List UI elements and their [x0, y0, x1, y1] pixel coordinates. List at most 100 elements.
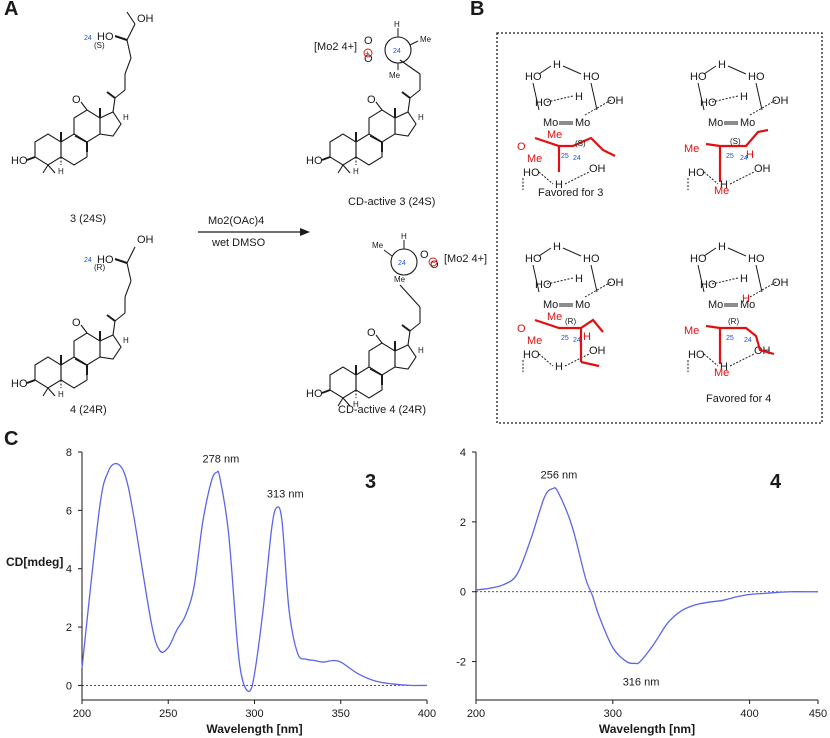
svg-text:24: 24	[573, 337, 581, 344]
svg-text:H: H	[401, 232, 407, 241]
x-axis-label: Wavelength [nm]	[599, 722, 695, 736]
svg-text:(S): (S)	[730, 137, 741, 146]
label-cd3: CD-active 3 (24S)	[348, 196, 435, 208]
complex-label-3: [Mo2 4+]	[314, 41, 357, 53]
y-tick-label: 8	[66, 447, 72, 459]
compound-number: 4	[770, 471, 782, 493]
svg-text:25: 25	[561, 153, 569, 160]
svg-text:25: 25	[726, 153, 734, 160]
y-tick-label: 0	[66, 680, 72, 692]
svg-text:Me: Me	[684, 143, 699, 155]
locant-24-3: 24	[84, 35, 92, 42]
svg-text:HO: HO	[97, 31, 114, 43]
label-compound-3: 3 (24S)	[70, 213, 106, 225]
svg-text:Me: Me	[547, 311, 562, 323]
svg-text:O: O	[517, 323, 526, 335]
svg-text:Me: Me	[714, 367, 729, 379]
svg-text:O: O	[364, 53, 373, 65]
x-tick-label: 300	[604, 708, 622, 720]
peak-annotation: 313 nm	[267, 488, 304, 500]
svg-text:Me: Me	[389, 71, 401, 80]
svg-text:Me: Me	[714, 185, 729, 197]
svg-text:OH: OH	[137, 234, 154, 246]
scheme-b: O Me Me 25 24 (S) Favored for 3 Me Me H …	[496, 32, 823, 424]
svg-text:(R): (R)	[728, 317, 739, 326]
svg-text:O: O	[364, 35, 373, 47]
panel-label-c: C	[4, 428, 19, 450]
peak-annotation: 278 nm	[203, 453, 240, 465]
svg-text:Me: Me	[547, 129, 562, 141]
y-tick-label: 0	[460, 587, 466, 599]
label-compound-4: 4 (24R)	[70, 404, 107, 416]
panel-label-b: B	[470, 0, 485, 20]
structure-4: HO OH	[10, 234, 154, 400]
favored-4-label: Favored for 4	[706, 393, 771, 405]
svg-text:H: H	[746, 149, 754, 161]
newman-cd3: H Me Me O O + 24 [Mo2 4+]	[314, 20, 432, 80]
svg-text:24: 24	[573, 155, 581, 162]
x-tick-label: 200	[73, 708, 91, 720]
svg-text:HO: HO	[97, 254, 114, 266]
svg-text:Me: Me	[420, 35, 432, 44]
panel-b-frame	[496, 32, 823, 424]
svg-text:25: 25	[561, 335, 569, 342]
panel-label-a: A	[4, 0, 19, 20]
svg-text:O: O	[430, 259, 439, 271]
config-s-3: (S)	[94, 41, 105, 50]
svg-text:H: H	[394, 20, 400, 29]
complex-label-4: [Mo2 4+]	[444, 253, 487, 265]
svg-text:24: 24	[393, 48, 401, 55]
cd-spectrum-line	[81, 462, 428, 693]
y-tick-label: 2	[460, 517, 466, 529]
svg-text:25: 25	[726, 335, 734, 342]
svg-text:−: −	[431, 258, 436, 267]
peak-annotation: 256 nm	[541, 470, 578, 482]
solvent-label: wet DMSO	[211, 237, 266, 249]
structure-cd3	[305, 59, 425, 177]
label-cd4: CD-active 4 (24R)	[338, 404, 426, 416]
svg-text:24: 24	[398, 260, 406, 267]
svg-text:Me: Me	[527, 335, 542, 347]
scheme-a: HO OH 24 (S) 3 (24S) HO OH 24 (R) 4 (24R…	[10, 11, 487, 416]
structure-3: HO OH	[10, 11, 154, 177]
svg-text:O: O	[420, 249, 429, 261]
mo-complex-3: O Me Me H 25 24 (R)	[517, 240, 625, 374]
peak-annotation: 316 nm	[623, 676, 660, 688]
cd-spectrum-line	[475, 487, 818, 665]
svg-text:Me: Me	[527, 153, 542, 165]
x-tick-label: 250	[159, 708, 177, 720]
svg-text:OH: OH	[137, 13, 154, 25]
mo-complex-1: O Me Me 25 24 (S)	[517, 58, 625, 192]
svg-text:H: H	[583, 331, 591, 343]
svg-text:24: 24	[744, 337, 752, 344]
svg-text:(S): (S)	[575, 139, 586, 148]
svg-text:(R): (R)	[565, 317, 576, 326]
svg-text:Me: Me	[684, 325, 699, 337]
x-tick-label: 400	[740, 708, 758, 720]
compound-number: 3	[365, 471, 376, 493]
x-tick-label: 350	[332, 708, 350, 720]
y-tick-label: 2	[66, 622, 72, 634]
svg-text:+: +	[365, 49, 370, 58]
svg-text:Me: Me	[394, 275, 406, 284]
x-tick-label: 450	[809, 708, 827, 720]
y-axis-label: CD[mdeg]	[6, 555, 63, 569]
x-tick-label: 400	[418, 708, 436, 720]
x-tick-label: 300	[245, 708, 263, 720]
y-tick-label: 6	[66, 505, 72, 517]
reagent-label: Mo2(OAc)4	[208, 215, 264, 227]
newman-cd4: Me H Me O O − 24 [Mo2 4+]	[372, 232, 487, 284]
locant-24-4: 24	[84, 257, 92, 264]
x-axis-label: Wavelength [nm]	[206, 722, 302, 736]
svg-text:O: O	[517, 141, 526, 153]
structure-cd4	[305, 284, 425, 410]
mo-complex-4: Me Me H 25 24 (R)	[684, 240, 790, 379]
config-r-4: (R)	[94, 263, 105, 272]
svg-text:H: H	[742, 293, 750, 305]
svg-text:Me: Me	[372, 241, 384, 250]
y-tick-label: 4	[66, 564, 72, 576]
svg-text:24: 24	[740, 155, 748, 162]
